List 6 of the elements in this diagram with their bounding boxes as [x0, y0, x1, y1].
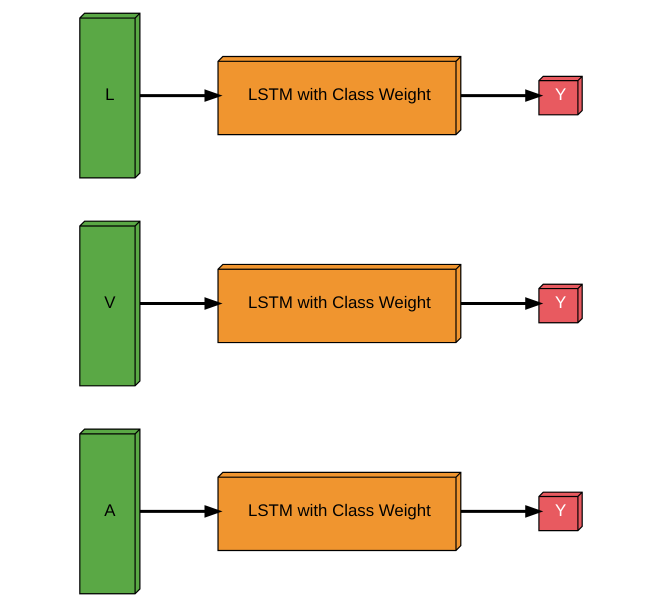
arrow	[460, 297, 544, 310]
arrow	[140, 505, 223, 518]
arrow	[140, 89, 223, 102]
arrow	[140, 297, 223, 310]
arrow	[460, 505, 544, 518]
arrow	[460, 89, 544, 102]
